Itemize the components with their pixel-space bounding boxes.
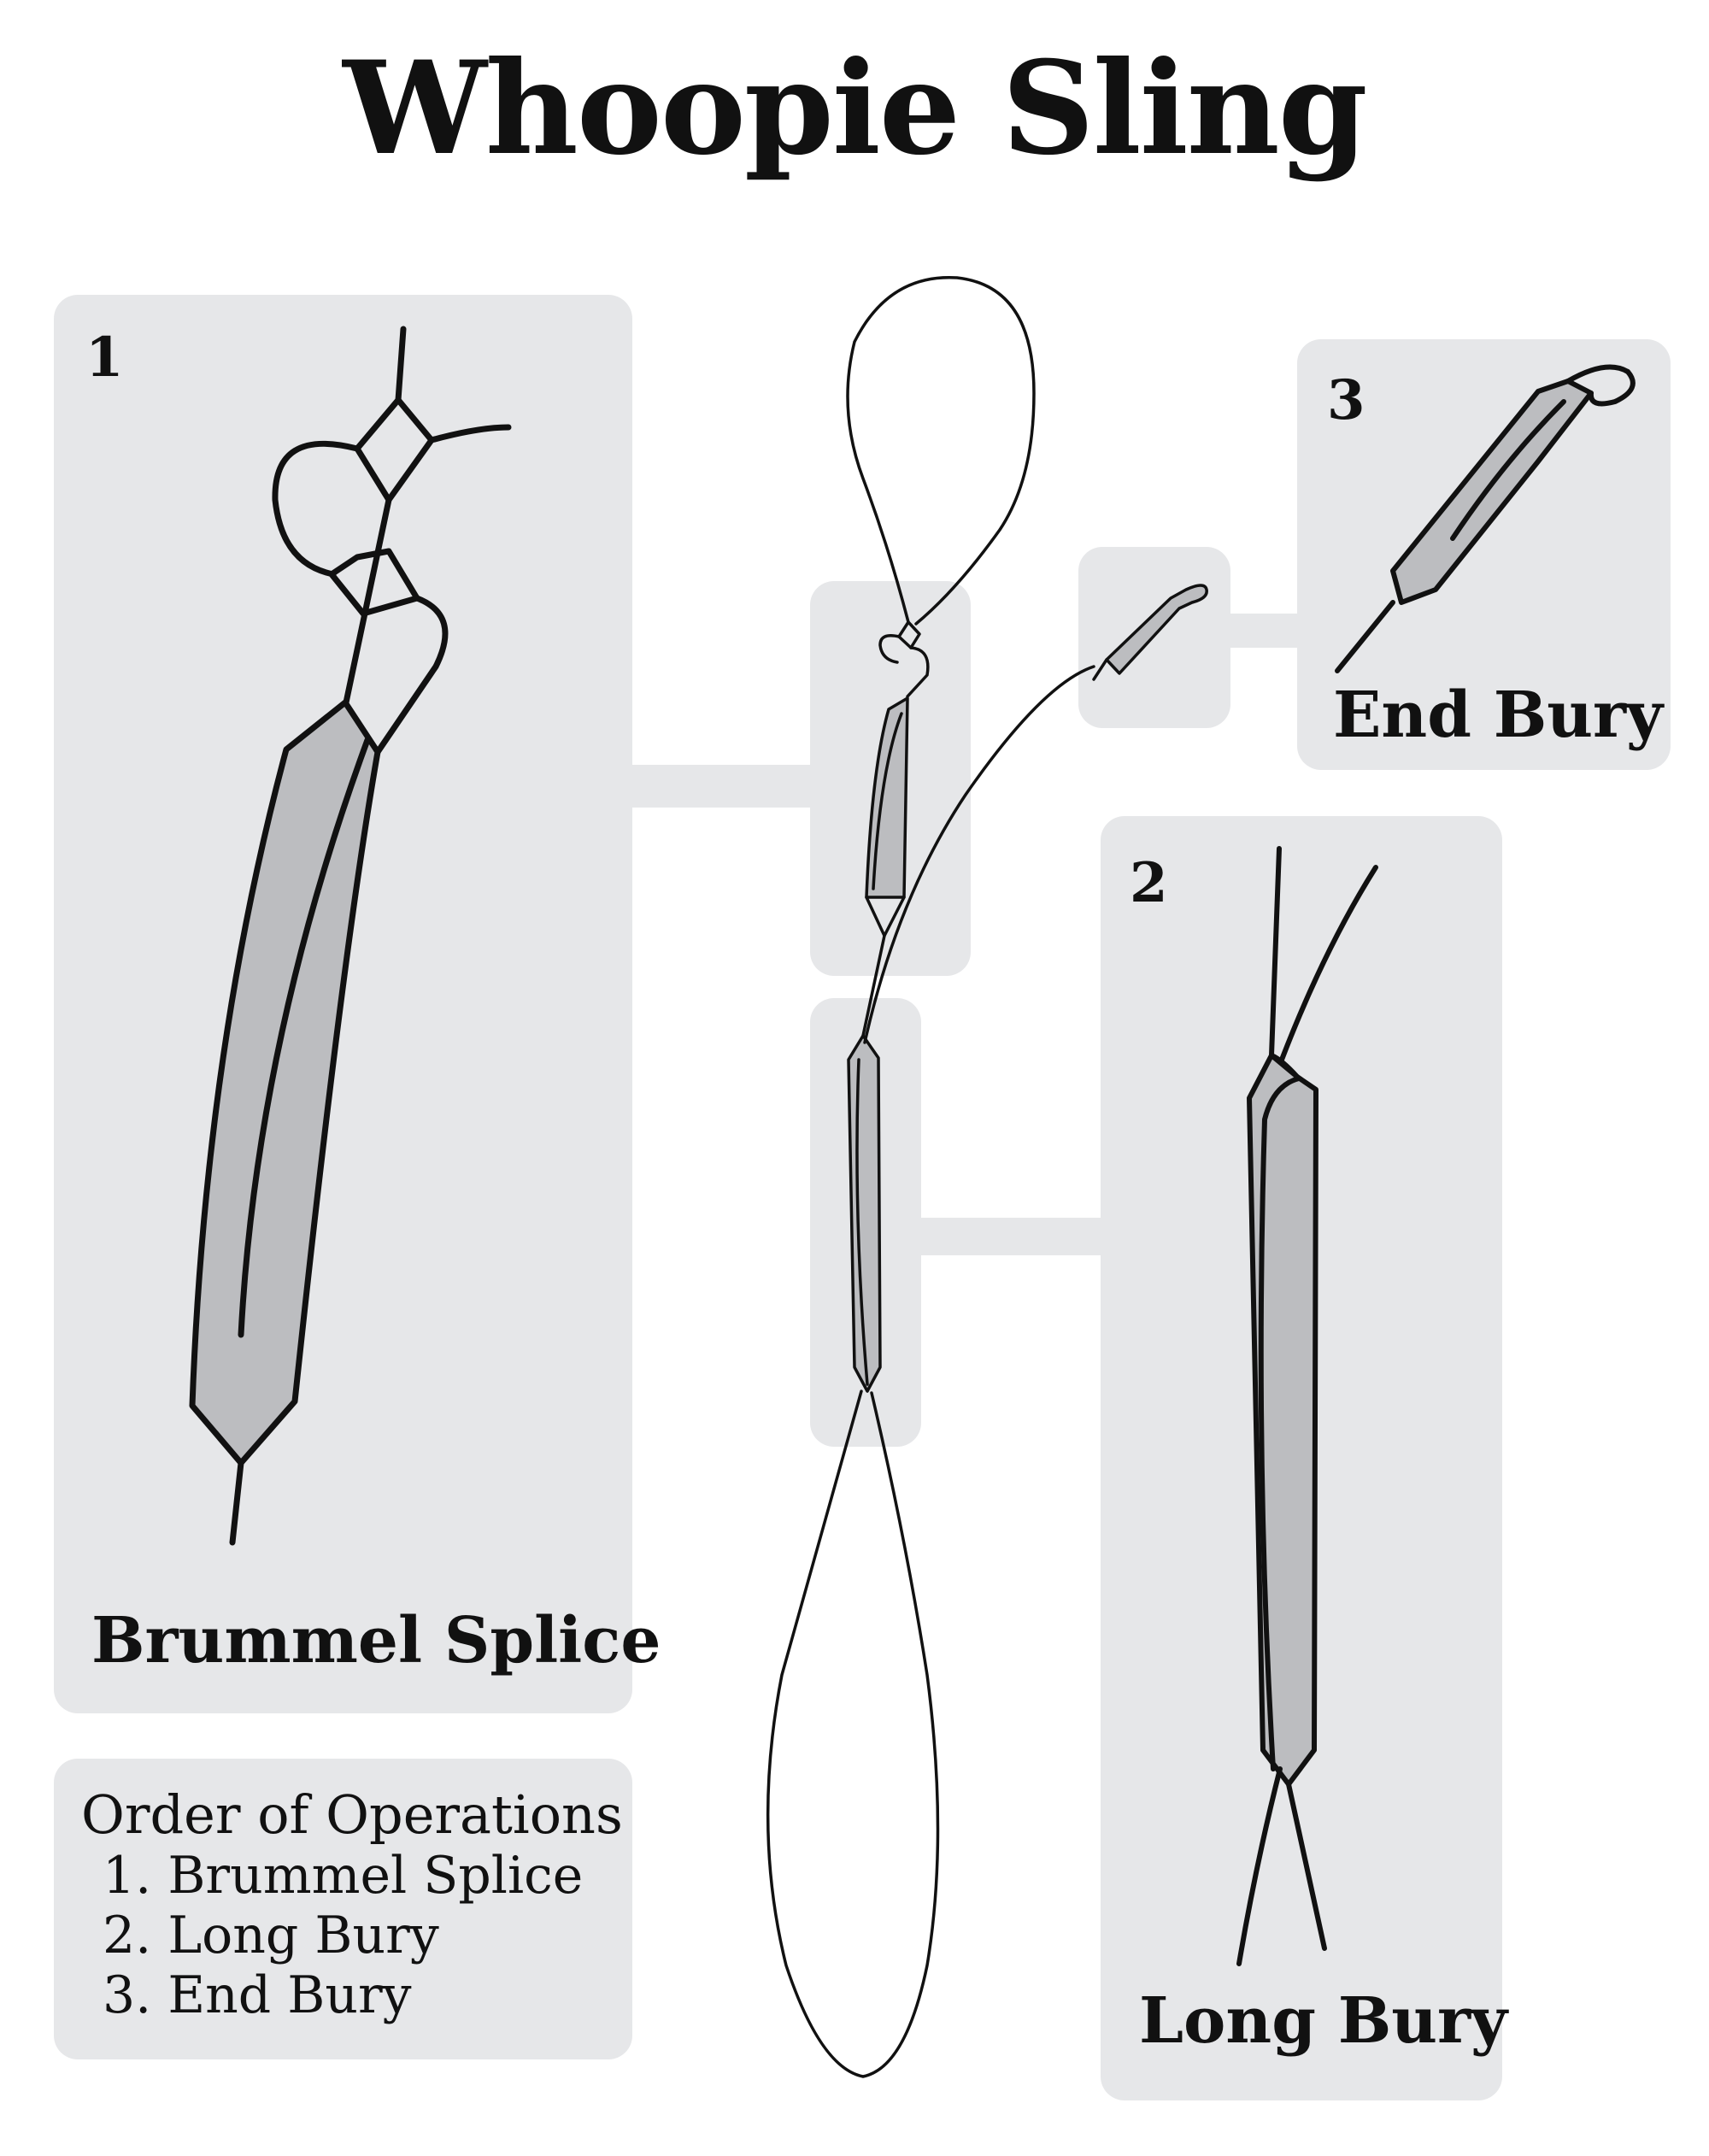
connector-long-bury	[906, 1218, 1111, 1255]
bottom-eye-loop	[766, 1389, 940, 2078]
end-bury-illustration	[1335, 364, 1636, 673]
end-bury-sleeve	[1390, 379, 1594, 605]
center-standing-line	[861, 934, 886, 1037]
order-title: Order of Operations	[81, 1783, 623, 1846]
brummel-splice-illustration	[189, 326, 512, 1546]
brummel-loop-left	[272, 440, 361, 578]
order-step-3: 3. End Bury	[103, 1965, 412, 2025]
long-bury-top-right-strand	[1279, 865, 1378, 1062]
connector-end-bury	[1213, 614, 1307, 648]
order-step-1: 1. Brummel Splice	[103, 1846, 583, 1906]
center-long-bury-inner	[855, 1058, 869, 1386]
long-bury-top-left-strand	[1269, 846, 1282, 1058]
panel-brummel-caption: Brummel Splice	[91, 1604, 661, 1677]
center-upper-buried-tail	[872, 712, 903, 890]
panel-end-bury-bg	[1297, 339, 1671, 770]
center-end-bury-sleeve	[1105, 584, 1208, 675]
whoopie-sling-full	[766, 275, 1208, 2078]
brummel-buried-tail	[238, 737, 371, 1338]
connector-brummel	[615, 765, 820, 808]
brummel-bottom-tail	[229, 1460, 244, 1546]
long-bury-bottom-right-strand	[1286, 1782, 1327, 1951]
center-end-bury-tail	[1092, 658, 1108, 681]
brummel-lower-lock	[328, 548, 420, 617]
brummel-strand-center	[343, 496, 392, 706]
long-bury-inner-left	[1258, 1076, 1301, 1771]
page-title: Whoopie Sling	[343, 33, 1367, 184]
panel-brummel-number: 1	[85, 326, 124, 390]
panel-end-bury-caption: End Bury	[1333, 679, 1665, 752]
panel-order-bg	[54, 1759, 632, 2059]
brummel-standing-part	[395, 326, 407, 403]
brummel-strand-right	[374, 595, 449, 755]
order-step-2: 2. Long Bury	[103, 1906, 439, 1965]
top-eye-loop	[846, 275, 1036, 626]
long-bury-illustration	[1236, 846, 1378, 1966]
panel-end-bury-number: 3	[1327, 368, 1365, 432]
end-bury-tail	[1335, 600, 1395, 673]
end-bury-inner	[1450, 399, 1566, 541]
brummel-right-tail	[428, 424, 512, 444]
end-bury-loop	[1565, 364, 1636, 407]
center-fid-tail	[863, 665, 1095, 1044]
center-lock-loops	[878, 634, 930, 698]
panel-long-bury-caption: Long Bury	[1139, 1984, 1509, 2058]
panel-long-bury-number: 2	[1130, 851, 1168, 915]
long-bury-bottom-left-strand	[1236, 1766, 1283, 1966]
